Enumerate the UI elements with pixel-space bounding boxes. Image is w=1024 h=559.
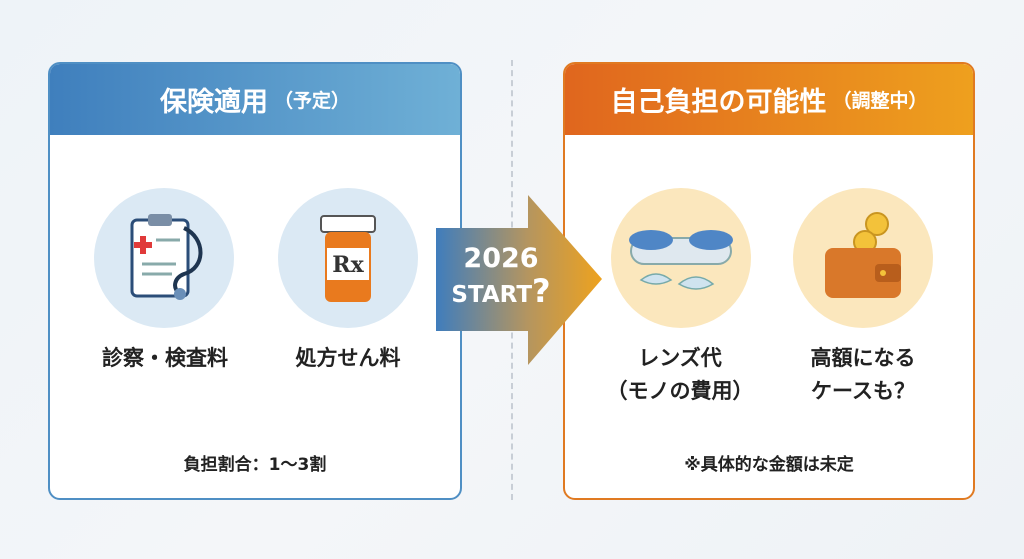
- insurance-covered-panel: 保険適用（予定） Rx 診察・検査料 処方せん料 負担割合：1〜3割: [48, 62, 462, 500]
- arrow-icon: [436, 195, 602, 365]
- item-label-line: （モノの費用）: [606, 379, 754, 403]
- start-year: 2026: [463, 243, 539, 274]
- panel-title-note: （予定）: [273, 90, 350, 112]
- burden-ratio-note: 負担割合：1〜3割: [183, 455, 327, 475]
- item-label-line: レンズ代: [638, 346, 722, 370]
- amount-undecided-note: ※具体的な金額は未定: [684, 455, 854, 475]
- question-mark: ?: [532, 272, 551, 310]
- item-label-line: ケースも？: [811, 379, 915, 403]
- panel-header: 自己負担の可能性（調整中）: [565, 64, 973, 135]
- start-text: START: [451, 282, 533, 308]
- contact-lens-case-icon: [611, 188, 751, 328]
- svg-text:Rx: Rx: [332, 252, 364, 278]
- clipboard-stethoscope-icon: [94, 188, 234, 328]
- item-label: 診察・検査料: [102, 346, 228, 370]
- wallet-coins-icon: [793, 188, 933, 328]
- panel-title: 保険適用: [159, 87, 268, 118]
- prescription-bottle-icon: Rx: [278, 188, 418, 328]
- start-label: 2026 START?: [446, 243, 556, 311]
- panel-title: 自己負担の可能性: [610, 87, 827, 118]
- panel-header: 保険適用（予定）: [50, 64, 460, 135]
- item-label: レンズ代 （モノの費用）: [585, 342, 775, 408]
- item-label: 処方せん料: [295, 346, 401, 370]
- item-label: 高額になるケースも？: [768, 342, 958, 408]
- self-pay-panel: 自己負担の可能性（調整中） レンズ代 （モノの費用） 高額になるケースも？ ※具体…: [563, 62, 975, 500]
- item-label-line: 高額になる: [810, 346, 916, 370]
- panel-title-note: （調整中）: [832, 90, 928, 112]
